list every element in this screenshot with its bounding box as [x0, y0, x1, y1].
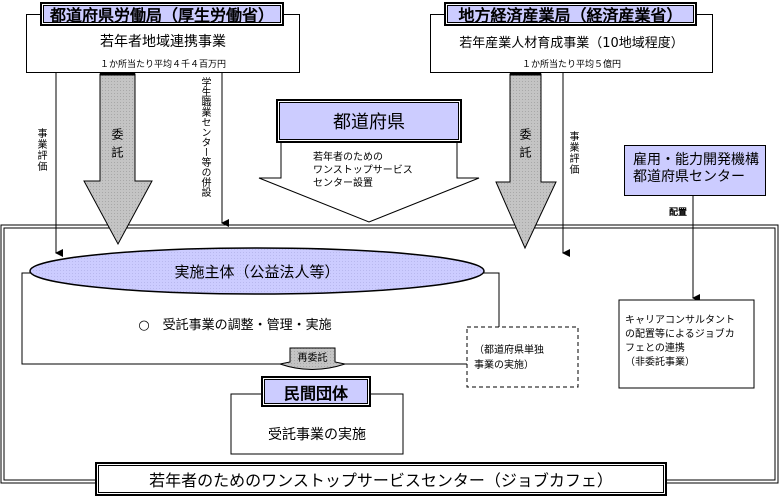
prefecture-arrow-line-1: 若年者のための: [313, 152, 383, 163]
left-commission-label: 委託: [110, 128, 124, 164]
career-consultant-line-4: （非委託事業）: [625, 357, 695, 368]
implementer-description-label: ○ 受託事業の調整・管理・実施: [138, 317, 332, 333]
employment-org-line-2: 都道府県センター: [633, 169, 745, 185]
prefecture-arrow-line-3: センター設置: [313, 178, 373, 189]
prefecture-own-line-2: 事業の実施）: [474, 360, 534, 371]
employment-org-line-1: 雇用・能力開発機構: [633, 152, 759, 168]
right-evaluation-label: 事業評価: [567, 131, 578, 175]
top-left-agency-title: 都道府県労働局（厚生労働省）: [40, 2, 284, 26]
center-title-label: 若年者のためのワンストップサービスセンター（ジョブカフェ）: [149, 471, 613, 490]
private-org-title-label: 民間団体: [283, 383, 348, 403]
prefecture-own-text: （都道府県単独 事業の実施）: [474, 343, 578, 373]
career-consultant-line-2: の配置等によるジョブカ: [625, 329, 735, 340]
top-right-agency-label: 地方経済産業局（経済産業省）: [458, 6, 683, 25]
prefecture-own-box: [466, 326, 579, 388]
top-right-program-label: 若年産業人材育成事業（10地域程度）: [459, 35, 684, 51]
center-title-box: 若年者のためのワンストップサービスセンター（ジョブカフェ）: [95, 462, 667, 496]
top-left-budget-label: １か所当たり平均４千４百万円: [99, 59, 226, 70]
implementer-description: ○ 受託事業の調整・管理・実施: [110, 313, 360, 333]
top-right-agency-title: 地方経済産業局（経済産業省）: [444, 2, 697, 26]
prefecture-title-box: 都道府県: [276, 99, 462, 143]
left-commission-arrow: [83, 73, 153, 246]
top-right-budget: １か所当たり平均５億円: [430, 56, 713, 70]
recommission-label-text: 再委託: [297, 352, 328, 364]
career-consultant-text: キャリアコンサルタント の配置等によるジョブカ フェとの連携 （非委託事業）: [625, 314, 755, 370]
top-left-program: 若年者地域連携事業: [26, 31, 300, 51]
top-right-budget-label: １か所当たり平均５億円: [521, 59, 621, 70]
top-left-budget: １か所当たり平均４千４百万円: [26, 56, 300, 70]
right-commission-label: 委託: [518, 128, 532, 164]
implementer-title-label: 実施主体（公益法人等）: [174, 262, 340, 281]
recommission-arrow: [278, 347, 347, 370]
career-consultant-line-1: キャリアコンサルタント: [625, 315, 735, 326]
career-consultant-line-3: フェとの連携: [625, 343, 685, 354]
prefecture-title-label: 都道府県: [333, 112, 405, 133]
implementer-title: 実施主体（公益法人等）: [30, 259, 484, 283]
prefecture-arrow-line-2: ワンストップサービス: [313, 165, 413, 176]
private-org-title-box: 民間団体: [261, 376, 371, 407]
left-evaluation-label: 事業評価: [35, 128, 46, 172]
prefecture-arrow-text: 若年者のための ワンストップサービス センター設置: [313, 151, 463, 190]
co-location-label: 学生職業センター等の併設: [199, 77, 210, 197]
placement-label: 配置: [669, 208, 688, 218]
prefecture-own-line-1: （都道府県単独: [474, 345, 544, 356]
implementer-ellipse: [29, 247, 485, 295]
employment-org-box: 雇用・能力開発機構 都道府県センター: [624, 145, 766, 196]
top-left-program-label: 若年者地域連携事業: [100, 34, 226, 50]
top-left-agency-label: 都道府県労働局（厚生労働省）: [49, 6, 274, 25]
right-commission-arrow: [495, 73, 557, 250]
recommission-label: 再委託: [290, 349, 335, 364]
private-org-description-label: 受託事業の実施: [268, 427, 366, 443]
private-org-description: 受託事業の実施: [231, 422, 403, 446]
top-right-program: 若年産業人材育成事業（10地域程度）: [430, 31, 713, 51]
prefecture-setup-arrow: [258, 141, 480, 223]
career-consultant-box: [618, 299, 755, 389]
